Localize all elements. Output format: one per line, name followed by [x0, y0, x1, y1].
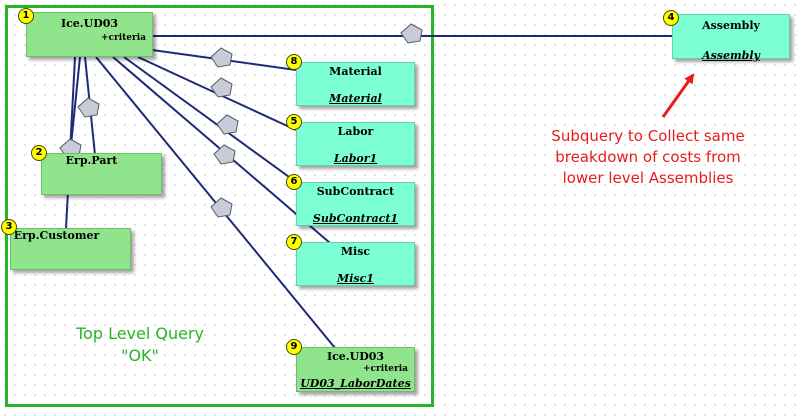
top-level-query-frame	[5, 5, 434, 407]
join-icon[interactable]	[216, 114, 239, 135]
join-icon[interactable]	[210, 47, 233, 68]
node-number-badge: 7	[286, 234, 302, 250]
annotation-line: Subquery to Collect same	[551, 127, 745, 145]
join-icon[interactable]	[213, 144, 236, 165]
node-alias: Assembly	[702, 49, 760, 62]
node-number-badge: 2	[31, 145, 47, 161]
node-title: Material	[329, 65, 382, 78]
join-icon[interactable]	[77, 97, 100, 118]
node-number-badge: 8	[286, 54, 302, 70]
table-node-assembly[interactable]: Assembly Assembly	[672, 14, 790, 62]
table-node-erp-part[interactable]: Erp.Part	[41, 153, 162, 195]
table-node-erp-customer[interactable]: Erp.Customer	[10, 228, 131, 270]
join-icon[interactable]	[210, 197, 233, 218]
node-number-badge: 4	[663, 10, 679, 26]
node-title: Ice.UD03	[60, 17, 119, 30]
node-alias: Labor1	[333, 152, 378, 165]
node-alias: Material	[329, 92, 382, 105]
node-title: SubContract	[316, 185, 395, 198]
node-alias: UD03_LaborDates	[300, 377, 411, 390]
table-node-subcontract[interactable]: SubContract SubContract1	[296, 182, 415, 226]
node-number-badge: 1	[18, 8, 34, 24]
node-title: Assembly	[702, 19, 760, 32]
subquery-annotation: Subquery to Collect same breakdown of co…	[510, 126, 786, 189]
node-alias: SubContract1	[312, 212, 399, 225]
node-title: Labor	[337, 125, 374, 138]
annotation-line: Top Level Query	[75, 324, 205, 343]
annotation-line: "OK"	[121, 346, 159, 365]
table-node-labor[interactable]: Labor Labor1	[296, 122, 415, 166]
join-icon[interactable]	[400, 23, 423, 44]
node-title: Erp.Customer	[13, 229, 100, 242]
criteria-label: +criteria	[100, 33, 146, 43]
node-number-badge: 3	[1, 219, 17, 235]
node-number-badge: 6	[286, 174, 302, 190]
table-node-ud03-labordates[interactable]: Ice.UD03 +criteria UD03_LaborDates	[296, 347, 415, 392]
annotation-line: lower level Assemblies	[562, 169, 734, 187]
top-level-annotation: Top Level Query "OK"	[40, 323, 240, 367]
join-icon[interactable]	[210, 77, 233, 98]
node-alias: Misc1	[337, 272, 374, 285]
link-ud03-subcontract	[123, 56, 297, 183]
criteria-label: +criteria	[362, 364, 408, 374]
node-title: Ice.UD03	[326, 350, 385, 363]
table-node-misc[interactable]: Misc Misc1	[296, 242, 415, 286]
node-number-badge: 5	[286, 114, 302, 130]
annotation-line: breakdown of costs from	[555, 148, 741, 166]
table-node-material[interactable]: Material Material	[296, 62, 415, 106]
node-title: Misc	[340, 245, 371, 258]
annotation-arrow	[661, 73, 695, 118]
node-title: Erp.Part	[65, 154, 118, 167]
node-number-badge: 9	[286, 339, 302, 355]
table-node-ice-ud03[interactable]: Ice.UD03 +criteria	[26, 12, 153, 57]
